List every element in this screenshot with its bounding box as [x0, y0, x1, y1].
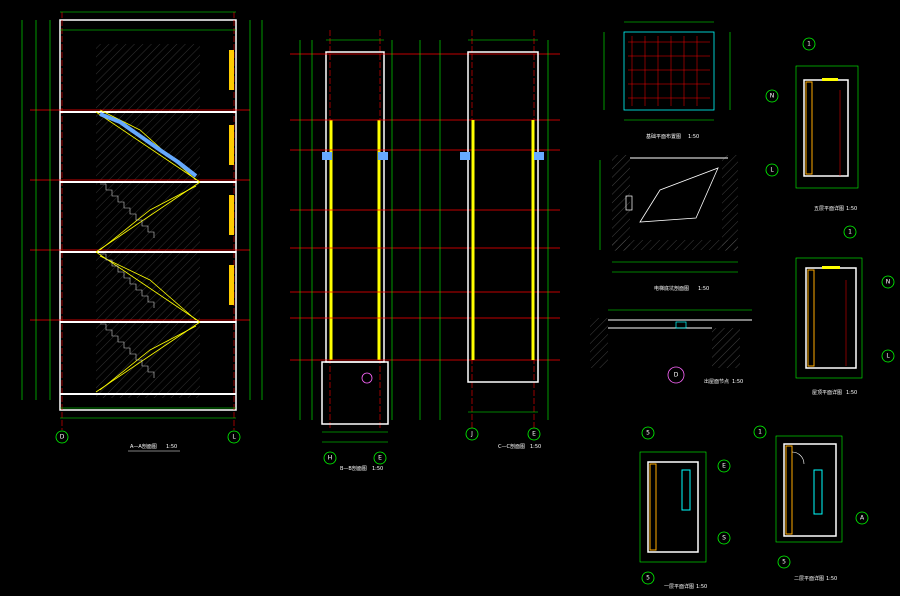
section-b-scale: 1:50	[372, 466, 383, 472]
plan-bottom-left-scale: 1:50	[696, 584, 707, 590]
plan-mid-right-drawing: 1 N L 屋顶平面详图 1:50	[795, 225, 895, 396]
plan-bottom-right-title: 二层平面详图	[794, 575, 824, 582]
grid-bubble-bl-bottom: 5	[646, 575, 650, 582]
plan-bottom-right-scale: 1:50	[826, 576, 837, 582]
plan-bottom-left-drawing: 5 5 E S 一层平面详图 1:50	[639, 426, 731, 590]
grid-bubble-c-left: J	[470, 431, 473, 438]
plan-mid-scale: 1:50	[846, 390, 857, 396]
grid-bubble-a-left: D	[60, 434, 65, 441]
section-a-drawing: D L A—A剖面图 1:50	[21, 11, 263, 452]
canopy-detail-drawing: D 出屋面节点 1:50	[590, 309, 752, 385]
grid-bubble-mid-l: L	[886, 353, 890, 360]
grid-bubble-bl-top: 5	[646, 430, 650, 437]
canopy-detail-scale: 1:50	[732, 379, 743, 385]
section-a-scale: 1:50	[166, 444, 177, 450]
pit-section-scale: 1:50	[698, 286, 709, 292]
foundation-plan-title: 基础平面布置图	[646, 133, 681, 140]
pit-section-drawing: 电梯底坑剖面图 1:50	[599, 155, 738, 292]
plan-top-scale: 1:50	[846, 206, 857, 212]
grid-bubble-top-l: L	[770, 167, 774, 174]
section-c-scale: 1:50	[530, 444, 541, 450]
grid-bubble-br-5: 5	[782, 559, 786, 566]
plan-top-right-drawing: 1 N L 五层平面详图 1:50	[765, 37, 859, 212]
section-c-drawing: J E C—C剖面图 1:50	[419, 30, 549, 450]
canopy-detail-mark: D	[674, 372, 679, 379]
section-b-drawing: H E B—B剖面图 1:50	[290, 30, 560, 472]
grid-bubble-b-left: H	[328, 455, 333, 462]
section-b-title: B—B剖面图	[340, 465, 367, 472]
grid-bubble-br-1: 1	[758, 429, 762, 436]
plan-bottom-right-drawing: 1 5 A 二层平面详图 1:50	[753, 425, 869, 582]
pit-section-title: 电梯底坑剖面图	[654, 285, 689, 292]
foundation-plan-scale: 1:50	[688, 134, 699, 140]
plan-bottom-left-title: 一层平面详图	[664, 583, 694, 590]
grid-bubble-top-1: 1	[807, 41, 811, 48]
foundation-plan-drawing: 基础平面布置图 1:50	[603, 21, 731, 140]
grid-bubble-mid-1: 1	[848, 229, 852, 236]
section-c-title: C—C剖面图	[498, 443, 525, 450]
grid-bubble-c-right: E	[532, 431, 536, 438]
grid-bubble-bl-e: E	[722, 463, 726, 470]
grid-bubble-a-right: L	[232, 434, 236, 441]
grid-bubble-b-right: E	[378, 455, 382, 462]
grid-bubble-br-a: A	[860, 515, 865, 522]
canopy-detail-title: 出屋面节点	[704, 378, 729, 385]
grid-bubble-bl-s: S	[722, 535, 726, 542]
plan-top-title: 五层平面详图	[814, 205, 844, 212]
section-a-title: A—A剖面图	[130, 443, 157, 450]
grid-bubble-top-n: N	[770, 93, 775, 100]
grid-bubble-mid-n: N	[886, 279, 891, 286]
plan-mid-title: 屋顶平面详图	[812, 389, 842, 396]
